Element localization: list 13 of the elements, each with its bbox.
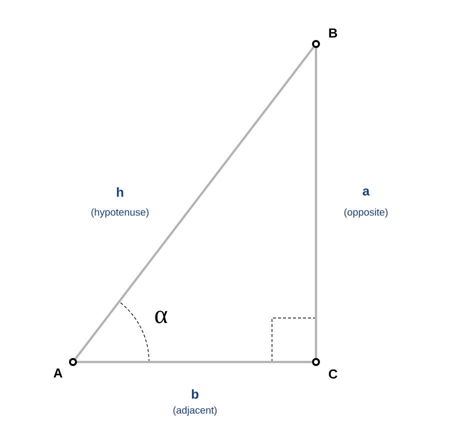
- edge-label: h: [116, 187, 124, 197]
- point-label: A: [54, 368, 62, 378]
- side-line: [77, 360, 312, 364]
- edge-label: a: [362, 188, 370, 196]
- angle-label: α: [155, 310, 168, 324]
- side-description: (adjacent): [173, 406, 217, 416]
- side-description: (hypotenuse): [91, 208, 149, 218]
- side-line: [74, 46, 314, 360]
- point-label: B: [329, 28, 338, 38]
- point-label: C: [328, 369, 338, 379]
- side-line: [314, 48, 318, 358]
- edge-label: b: [192, 389, 198, 399]
- side-description: (opposite): [344, 208, 388, 218]
